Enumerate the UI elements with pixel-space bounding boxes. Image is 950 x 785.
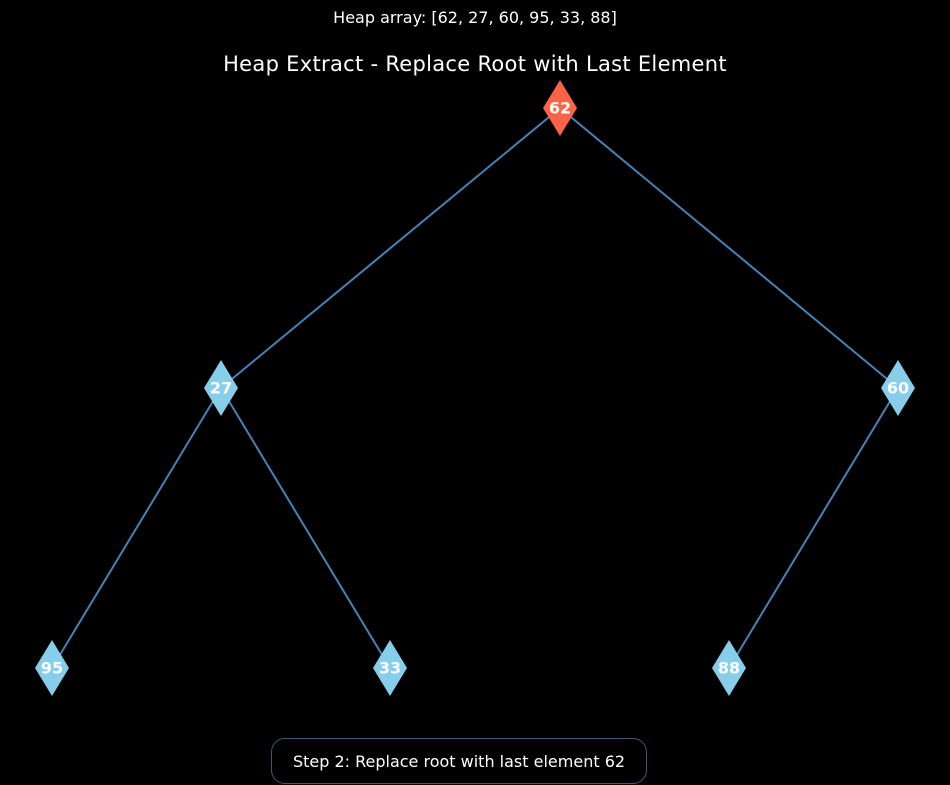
heap-node-marker <box>373 640 407 696</box>
heap-node-marker <box>712 640 746 696</box>
tree-edge-n0-n2 <box>559 107 899 389</box>
heap-node-value: 27 <box>210 379 232 398</box>
tree-edges <box>51 107 899 669</box>
diagram-title: Heap Extract - Replace Root with Last El… <box>223 52 727 76</box>
tree-edge-n1-n4 <box>220 387 391 669</box>
heap-node-marker-highlighted <box>543 80 577 136</box>
heap-node-value: 33 <box>379 659 401 678</box>
heap-node: 60 <box>881 360 915 416</box>
heap-node-marker <box>881 360 915 416</box>
heap-array-label: Heap array: [62, 27, 60, 95, 33, 88] <box>333 8 617 27</box>
heap-node-marker <box>35 640 69 696</box>
heap-node-value: 88 <box>718 659 740 678</box>
heap-node: 62 <box>543 80 577 136</box>
tree-nodes: 62 27 60 95 33 88 <box>35 80 915 696</box>
heap-node: 27 <box>204 360 238 416</box>
heap-node-value: 60 <box>887 379 909 398</box>
heap-node: 95 <box>35 640 69 696</box>
heap-node: 88 <box>712 640 746 696</box>
step-caption: Step 2: Replace root with last element 6… <box>271 738 647 784</box>
heap-node: 33 <box>373 640 407 696</box>
tree-edge-n1-n3 <box>51 387 222 669</box>
heap-node-marker <box>204 360 238 416</box>
heap-node-value: 62 <box>549 99 571 118</box>
tree-edge-n2-n5 <box>728 387 899 669</box>
heap-node-value: 95 <box>41 659 63 678</box>
tree-edge-n0-n1 <box>220 107 561 389</box>
